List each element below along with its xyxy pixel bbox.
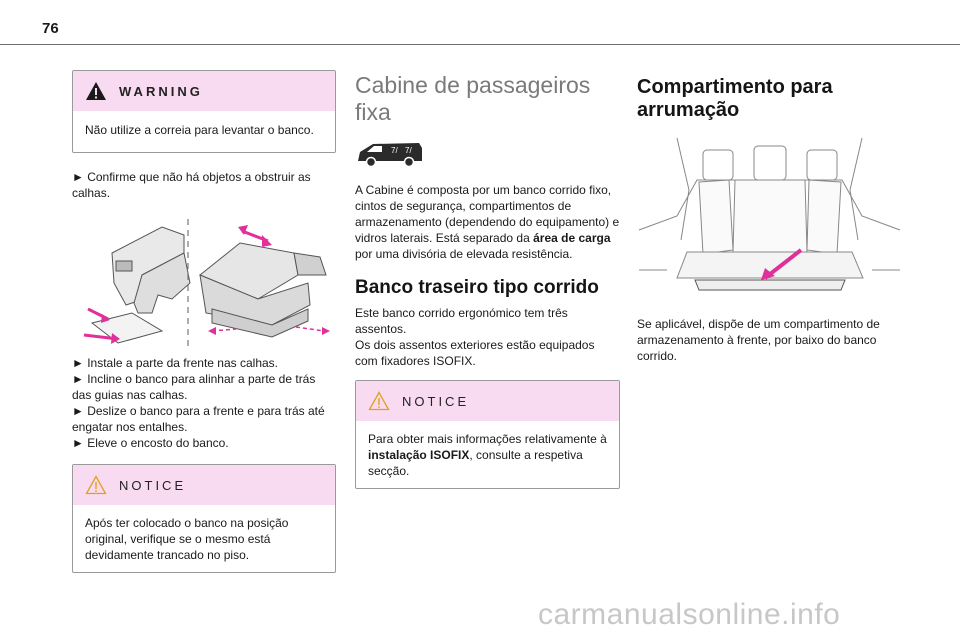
notice-icon: [368, 391, 390, 411]
column-middle: Cabine de passageiros fixa 7/ 7/ A Cabin…: [355, 72, 620, 489]
notice-box-middle: NOTICE Para obter mais informações relat…: [355, 380, 620, 489]
warning-icon: [86, 82, 106, 100]
header-divider: [0, 44, 960, 45]
intro-bullet: ► Confirme que não há objetos a obstruir…: [72, 170, 311, 200]
notice-title-left: NOTICE: [119, 477, 187, 493]
seat-installation-illustration: [83, 219, 330, 349]
notice-text-middle: Para obter mais informações relativament…: [368, 432, 607, 478]
bench-line-2: Os dois assentos exteriores estão equipa…: [355, 338, 595, 368]
svg-text:7/: 7/: [391, 146, 398, 155]
notice-icon: [85, 475, 107, 495]
section-heading-bench: Banco traseiro tipo corrido: [355, 277, 599, 298]
step-1: ► Instale a parte da frente nas calhas.: [72, 356, 278, 370]
bench-description: Este banco corrido ergonómico tem três a…: [355, 305, 620, 369]
notice-title-middle: NOTICE: [402, 393, 470, 409]
warning-header: WARNING: [73, 71, 335, 111]
notice-box-left: NOTICE Após ter colocado o banco na posi…: [72, 464, 336, 573]
step-3: ► Deslize o banco para a frente e para t…: [72, 404, 325, 434]
step-4: ► Eleve o encosto do banco.: [72, 436, 229, 450]
page-number: 76: [42, 20, 59, 37]
storage-compartment-illustration: [638, 137, 901, 291]
notice-text-left: Após ter colocado o banco na posição ori…: [85, 516, 289, 562]
step-2: ► Incline o banco para alinhar a parte d…: [72, 372, 316, 402]
column-left: WARNING Não utilize a correia para levan…: [72, 70, 336, 573]
warning-text: Não utilize a correia para levantar o ba…: [85, 123, 314, 137]
notice-header-left: NOTICE: [73, 465, 335, 505]
section-heading-cabin: Cabine de passageiros fixa: [355, 72, 591, 125]
warning-title: WARNING: [119, 83, 203, 99]
notice-header-middle: NOTICE: [356, 381, 619, 421]
warning-box: WARNING Não utilize a correia para levan…: [72, 70, 336, 153]
watermark: carmanualsonline.info: [538, 598, 841, 631]
section-heading-storage: Compartimento para arrumação: [637, 76, 833, 121]
van-icon: 7/ 7/: [358, 143, 422, 168]
storage-description: Se aplicável, dispõe de um compartimento…: [637, 317, 880, 363]
cabin-description: A Cabine é composta por um banco corrido…: [355, 183, 620, 261]
column-right: Compartimento para arrumação Se aplicáve…: [637, 76, 902, 364]
bench-line-1: Este banco corrido ergonómico tem três a…: [355, 306, 568, 336]
svg-text:7/: 7/: [405, 146, 412, 155]
